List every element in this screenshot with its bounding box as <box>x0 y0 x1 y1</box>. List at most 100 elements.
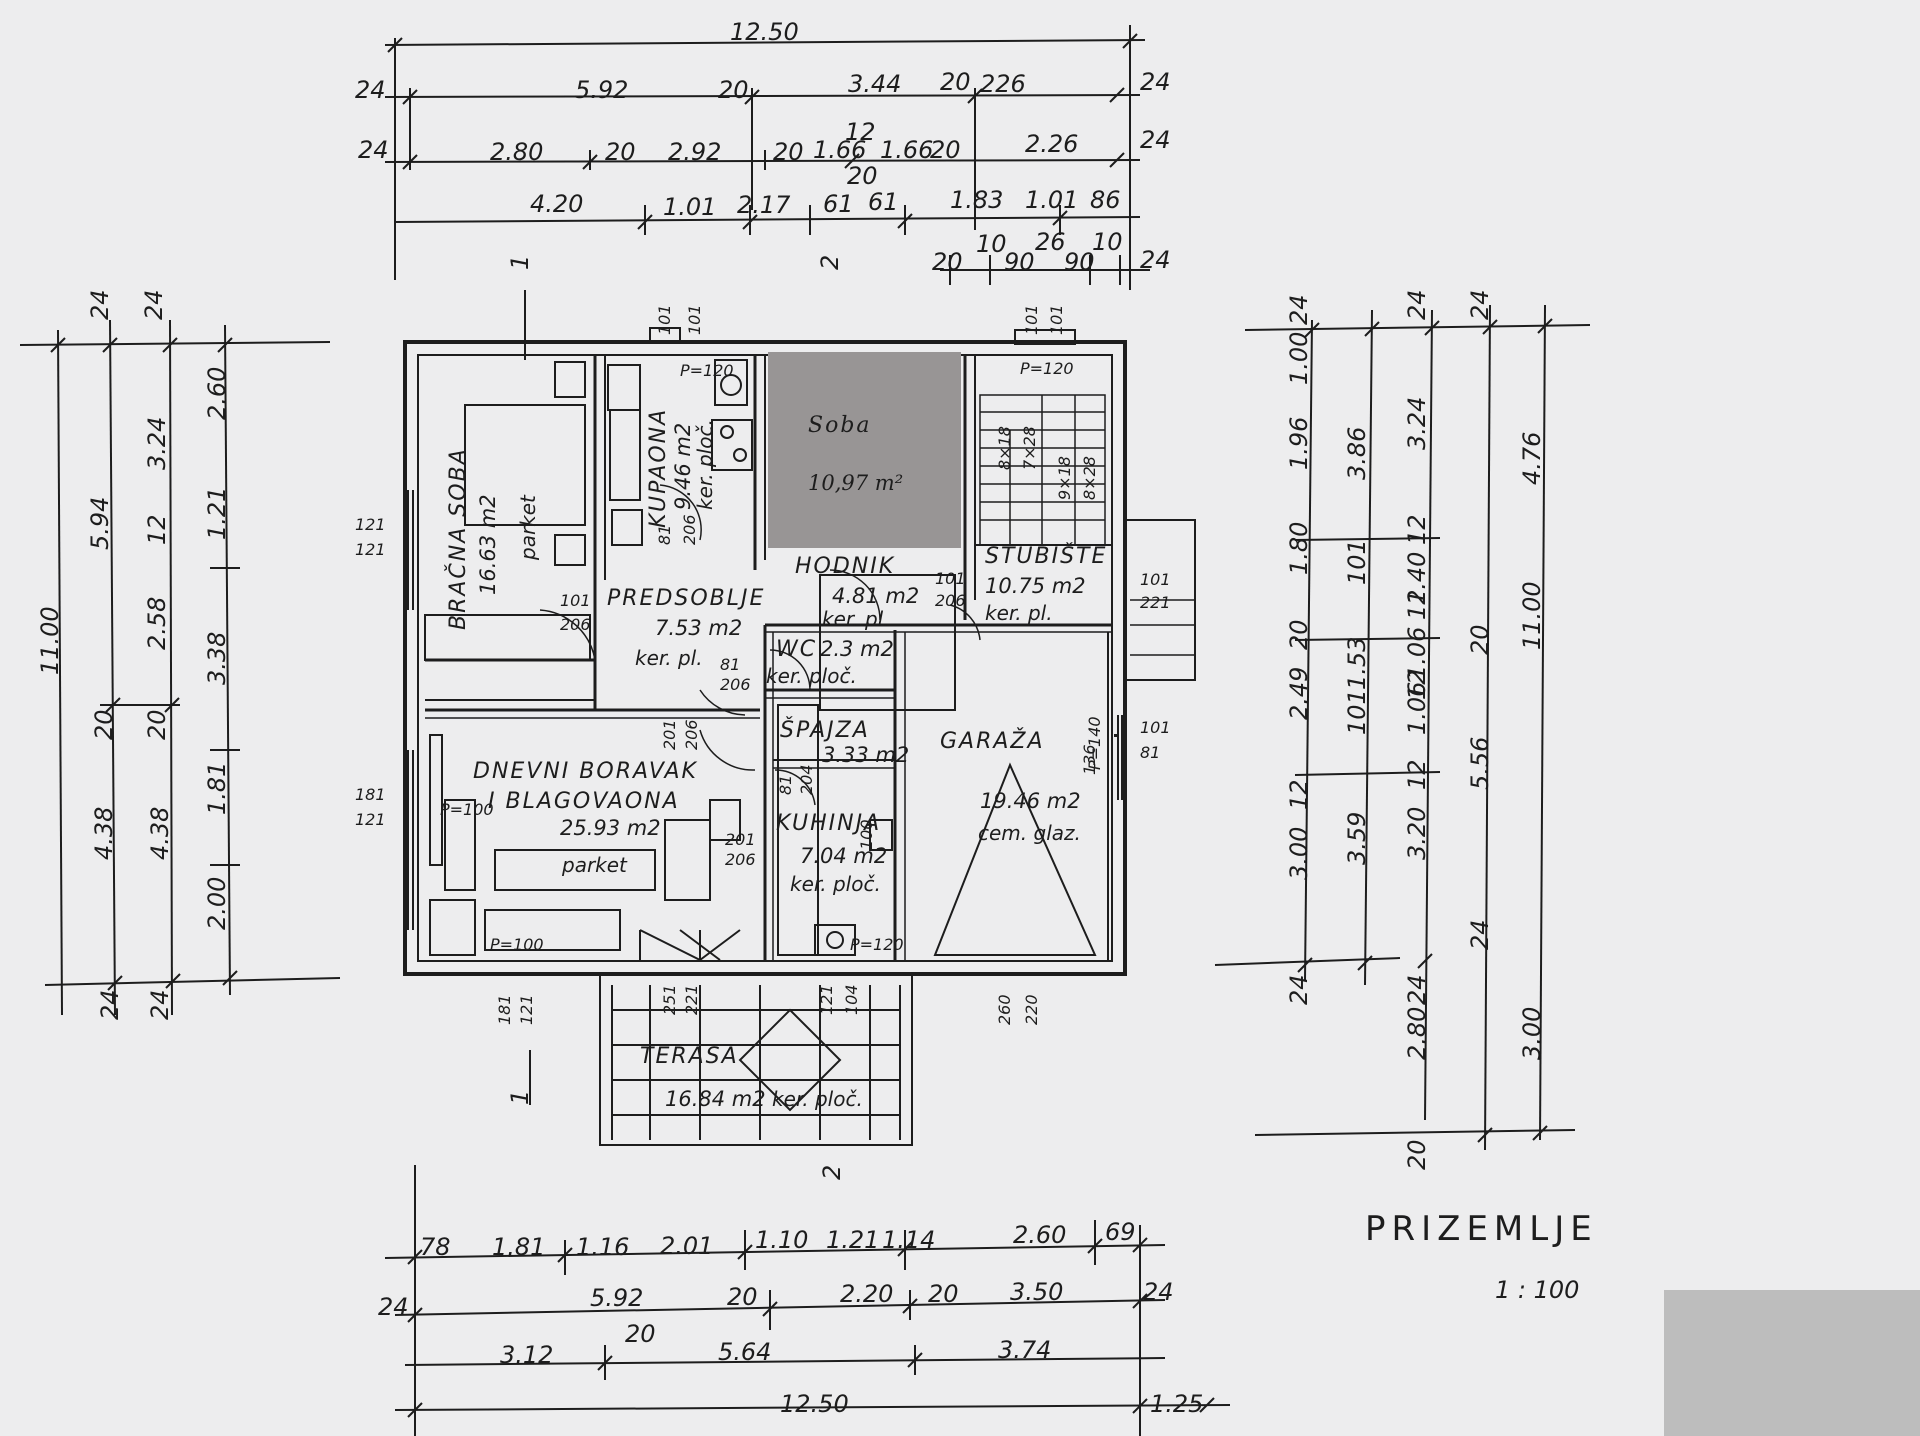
opening-dnevni_door_bottom-0: 181 <box>495 994 514 1025</box>
dim-bottom-row2-5: 3.50 <box>1010 1278 1063 1306</box>
dim-right-col1-7: 3.00 <box>1285 827 1313 880</box>
parapet-1: P=120 <box>1020 359 1074 378</box>
dim-top-row3-0: 4.20 <box>530 190 583 218</box>
dim-bottom-row2-6: 24 <box>1143 1278 1174 1306</box>
dimension-lines <box>19 25 1591 1436</box>
dim-top-row3-2: 2.17 <box>737 191 791 219</box>
dim-right-col1-8: 24 <box>1285 974 1313 1005</box>
dim-top-row2-4: 20 <box>773 138 804 166</box>
dim-top-row3-3: 61 <box>823 190 854 218</box>
dim-top-row3-7: 86 <box>1090 186 1121 214</box>
room-area-garaza: 19.46 m2 <box>980 789 1081 813</box>
room-area-spajza: 3.33 m2 <box>822 743 909 767</box>
dim-bottom-row1-6: 1.14 <box>882 1226 935 1254</box>
room-area-kuhinja: 7.04 m2 <box>800 844 887 868</box>
dim-top-row2-8: 1.66 <box>880 136 933 164</box>
room-area-stubiste: 10.75 m2 <box>985 574 1086 598</box>
opening-terasa_door2-1: 104 <box>842 984 861 1015</box>
room-name-bracna-soba: BRAČNA SOBA <box>445 447 471 630</box>
dim-right-col1-5: 2.49 <box>1285 667 1313 720</box>
stair-label-0: 8×18 <box>995 426 1014 470</box>
plan-title-text: PRIZEMLJE <box>1365 1209 1598 1249</box>
room-area-hodnik: 4.81 m2 <box>832 584 919 608</box>
room-finish-predsoblje: ker. pl. <box>635 646 703 670</box>
room-name-predsoblje: PREDSOBLJE <box>607 586 765 611</box>
dim-bottom-row3-3: 3.74 <box>998 1336 1051 1364</box>
dim-right-col1-0: 24 <box>1285 294 1313 325</box>
dim-bottom-row1-3: 2.01 <box>660 1232 713 1260</box>
dim-top-row1-6: 24 <box>1140 68 1171 96</box>
dim-right-col2-4: 3.59 <box>1343 812 1371 865</box>
dim-top-row2-5: 1.66 <box>813 136 866 164</box>
door-swings <box>539 484 981 806</box>
dim-left-col3-3: 2.58 <box>143 597 171 650</box>
room-finish-stubiste: ker. pl. <box>985 601 1053 625</box>
opening-dnevni_window-1: 121 <box>355 810 386 829</box>
dim-right-col3-0: 24 <box>1403 289 1431 320</box>
dimension-ticks <box>50 33 1553 1418</box>
dim-right-col3-2: 12 <box>1403 514 1431 545</box>
room-name-kuhinja: KUHINJA <box>776 811 881 836</box>
opening-kupaona_top-1: 101 <box>685 304 704 335</box>
section-mark-1-bottom: 1 <box>506 1090 534 1105</box>
dim-left-col4-1: 1.21 <box>203 487 231 540</box>
dim-top-row1-4: 20 <box>940 68 971 96</box>
opening-stubiste_top-0: 101 <box>1022 304 1041 335</box>
opening-wc_door-1: 206 <box>720 675 751 694</box>
opening-spajza_door-1: 204 <box>797 764 816 795</box>
opening-garaza_right-1: 81 <box>1140 743 1160 762</box>
dim-bottom-row2-3: 2.20 <box>840 1280 893 1308</box>
dim-right-col3-5: 1.06 <box>1403 627 1431 680</box>
opening-stubiste_top-1: 101 <box>1047 304 1066 335</box>
dim-right-col2-3: 101 <box>1343 689 1371 735</box>
room-area-wc: 2.3 m2 <box>820 637 894 661</box>
room-finish-wc: ker. ploč. <box>766 664 857 688</box>
opening-dnevni_door-0: 201 <box>660 719 679 750</box>
opening-terasa_door2-0: 121 <box>817 984 836 1015</box>
dim-top-row2-0: 24 <box>358 136 389 164</box>
room-name-wc: WC <box>776 637 817 662</box>
dim-right-col3-3: 1.40 <box>1403 552 1431 605</box>
room-area-kupaona: 9.46 m2 <box>671 423 695 510</box>
opening-hodnik_door-0: 101 <box>935 569 966 588</box>
opening-dnevni_door_bottom-1: 121 <box>517 994 536 1025</box>
dim-top-row4-6: 24 <box>1140 246 1171 274</box>
dim-right-col1-2: 1.96 <box>1285 417 1313 470</box>
dim-right-col2-2: 1.53 <box>1343 637 1371 690</box>
dim-left-col4-3: 1.81 <box>203 762 231 815</box>
opening-predsoblje_door-0: 101 <box>560 591 591 610</box>
room-name2-dnevni: I BLAGOVAONA <box>488 789 680 814</box>
dim-top-row3-4: 61 <box>868 188 899 216</box>
dim-right-col1-1: 1.00 <box>1285 332 1313 385</box>
room-area-soba: 10,97 m² <box>808 471 903 495</box>
dim-right-col3-8: 12 <box>1403 759 1431 790</box>
stair-label-3: 8×28 <box>1080 456 1099 500</box>
dim-right-col4-4: 24 <box>1466 919 1494 950</box>
furniture <box>424 359 1117 961</box>
dim-bottom-row1-5: 1.21 <box>826 1226 879 1254</box>
dim-left-col2-1: 5.94 <box>86 497 114 550</box>
dim-bottom-total-0: 12.50 <box>780 1390 849 1418</box>
dim-right-col3-1: 3.24 <box>1403 397 1431 450</box>
opening-kupaona_top-0: 101 <box>655 304 674 335</box>
parapet-0: P=120 <box>680 361 734 380</box>
dim-top-row1-5: 226 <box>980 70 1026 98</box>
dim-left-col2-3: 4.38 <box>90 807 118 860</box>
parapet-3: P=100 <box>490 935 544 954</box>
room-finish-kupaona: ker. ploč. <box>693 419 717 510</box>
dim-left-col2-0: 24 <box>86 289 114 320</box>
dim-top-row2-6: 12 <box>845 118 876 146</box>
section-mark-2-bottom: 2 <box>818 1165 846 1180</box>
dim-left-total: 11.00 <box>36 606 64 675</box>
stair-label-1: 7×28 <box>1020 426 1039 470</box>
opening-kuhinja_right-1: 136 <box>1080 744 1099 775</box>
room-name-stubiste: STUBIŠTE <box>985 543 1107 569</box>
dim-top-row2-11: 24 <box>1140 126 1171 154</box>
dim-top-row4-1: 10 <box>976 230 1007 258</box>
dim-right-col3-7: 1.06 <box>1403 682 1431 735</box>
dim-right-col3-11: 2.80 <box>1403 1007 1431 1060</box>
room-name-spajza: ŠPAJZA <box>780 717 870 743</box>
opening-spajza_door-0: 81 <box>776 775 795 795</box>
room-name-kupaona: KUPAONA <box>646 408 671 528</box>
